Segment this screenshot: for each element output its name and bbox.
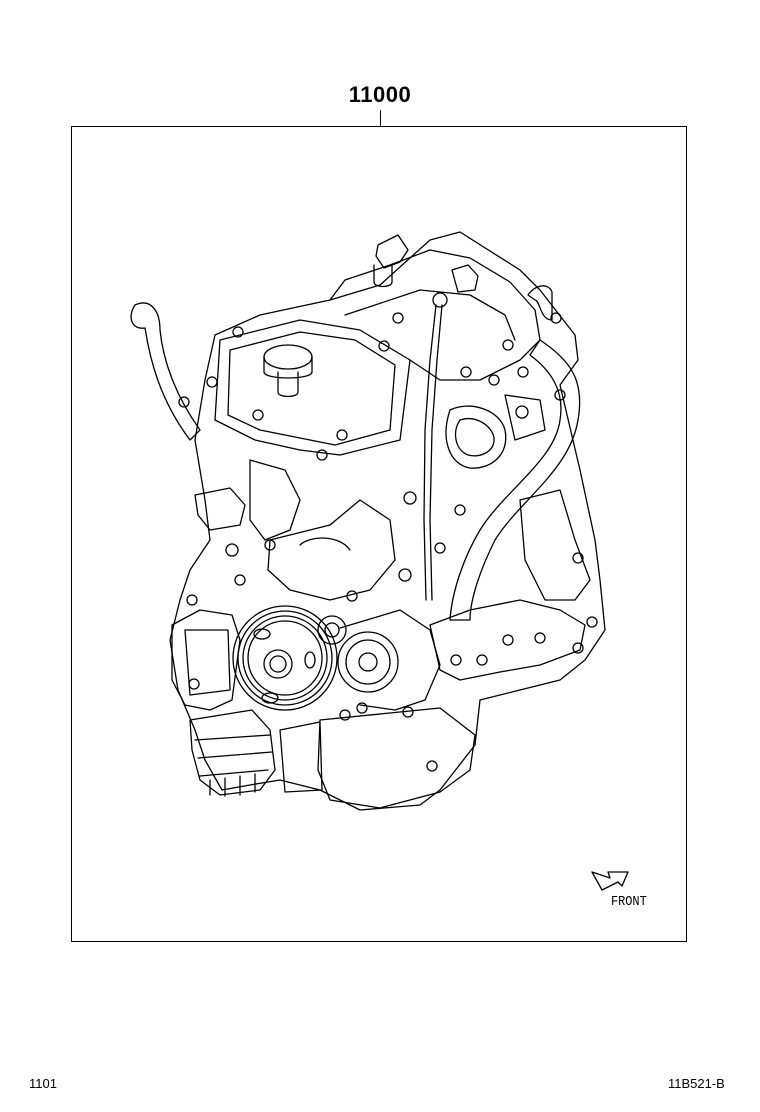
diagram-frame [71, 126, 687, 942]
footer-illustration-code: 11B521-B [668, 1076, 725, 1091]
leader-line [380, 110, 381, 126]
footer-page-code: 1101 [29, 1076, 57, 1091]
front-arrow-icon [591, 871, 629, 891]
front-label: FRONT [611, 894, 647, 910]
part-number-label: 11000 [348, 82, 412, 107]
